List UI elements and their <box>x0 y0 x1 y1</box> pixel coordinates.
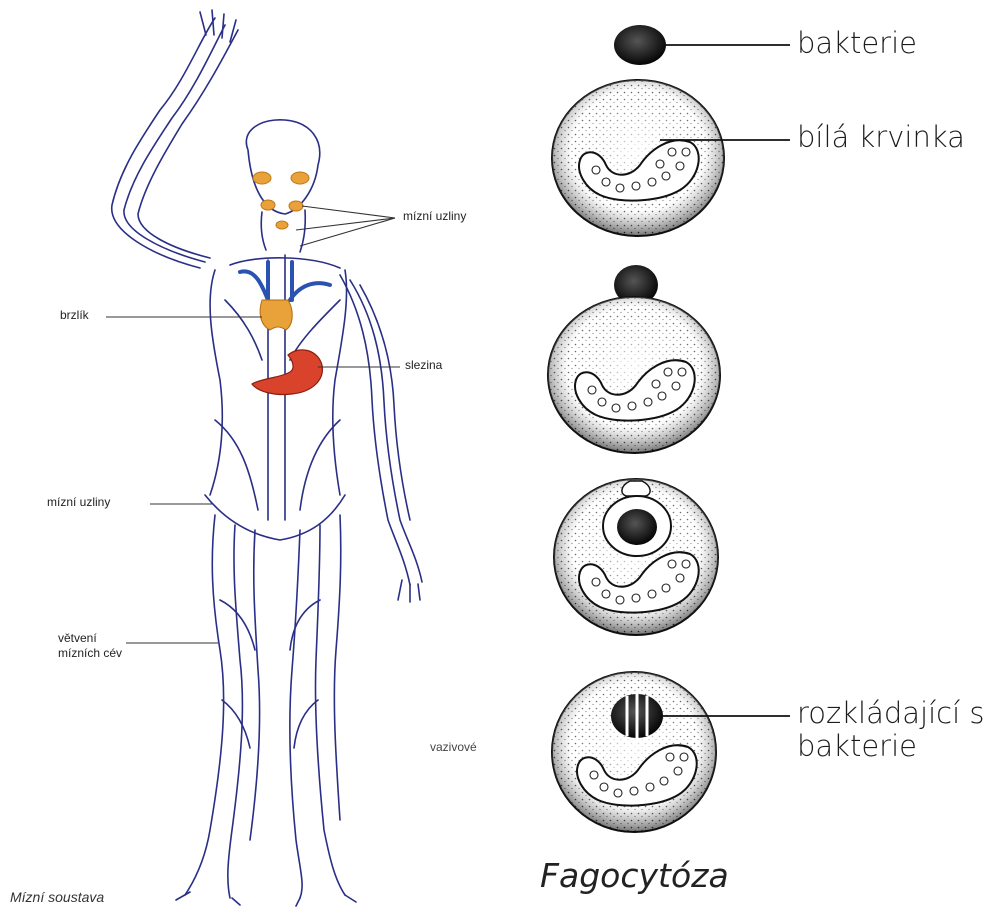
human-body-figure <box>112 10 422 906</box>
decomposing-label-2: bakterie <box>797 730 917 763</box>
phagocytosis-stage-3 <box>554 479 718 635</box>
vessel-branching-label-1: větvení <box>58 632 97 646</box>
phagocytosis-stage-2 <box>548 265 720 453</box>
lymph-nodes-neck-label: mízní uzliny <box>403 210 466 224</box>
bacterium-label: bakterie <box>797 27 917 60</box>
vessel-branching-label-2: mízních cév <box>58 647 122 661</box>
bacterium-1 <box>614 25 666 65</box>
lymph-caption: Mízní soustava <box>10 889 104 905</box>
white-cell-label: bílá krvinka <box>797 121 965 154</box>
phagocytosis-stage-1 <box>552 25 790 236</box>
lymph-nodes-groin-label: mízní uzliny <box>47 496 110 510</box>
fragment-label: vazivové <box>430 741 477 755</box>
phagocytosis-caption: Fagocytóza <box>540 856 729 895</box>
spleen-organ <box>252 350 322 395</box>
spleen-label: slezina <box>405 359 442 373</box>
thymus-organ <box>260 300 292 330</box>
phagocytosis-stage-4 <box>552 672 790 832</box>
decomposing-label-1: rozkládající se <box>797 697 984 730</box>
thymus-label: brzlík <box>60 309 89 323</box>
